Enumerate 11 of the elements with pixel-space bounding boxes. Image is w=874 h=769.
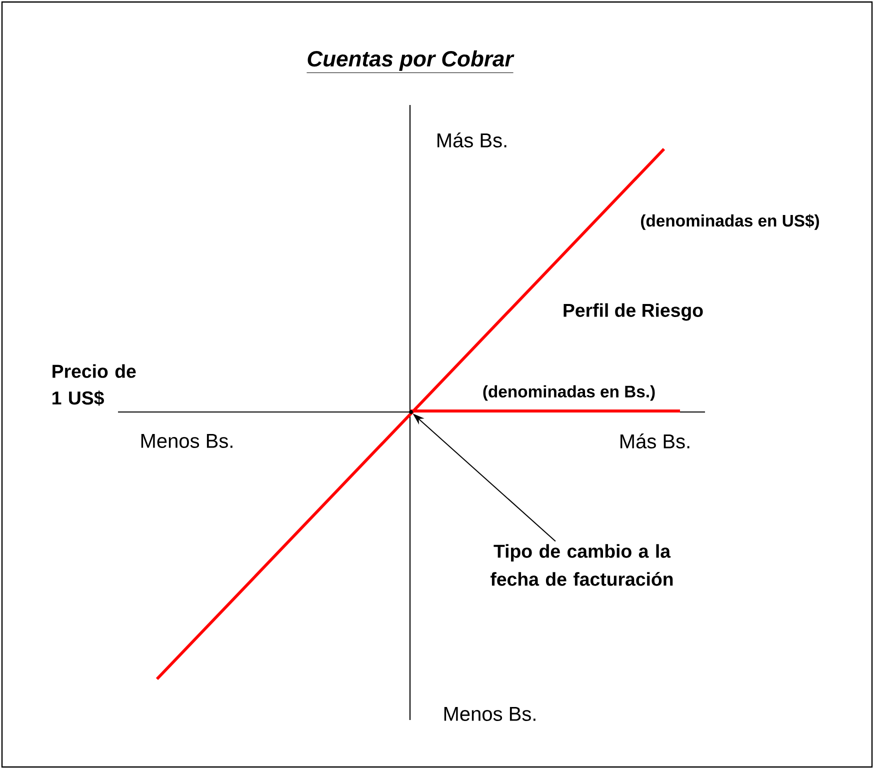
axis-label: Más Bs. bbox=[620, 434, 690, 448]
axis-label: Más Bs. bbox=[438, 132, 506, 148]
annotation-text: Tipo de cambio a la fecha de facturación bbox=[490, 544, 673, 586]
line-label: Perfil de Riesgo bbox=[564, 303, 703, 321]
axis-label: Menos Bs. bbox=[141, 434, 232, 448]
axis-title: Precio de 1 US$ bbox=[52, 364, 136, 406]
line-label: (denominadas en Bs.) bbox=[483, 385, 655, 401]
title: Cuentas por Cobrar bbox=[306, 50, 514, 74]
line-label: (denominadas en US$) bbox=[641, 214, 819, 230]
origin-point bbox=[409, 410, 413, 414]
axis-label: Menos Bs. bbox=[444, 707, 536, 721]
